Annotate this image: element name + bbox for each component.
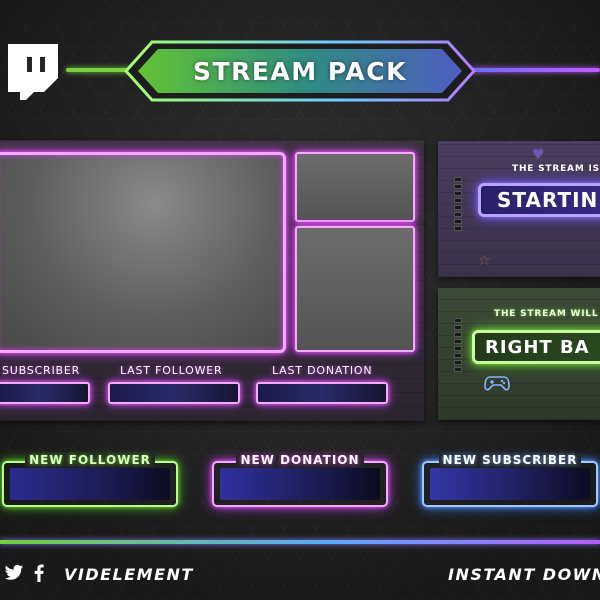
alert-title: NEW DONATION [212,453,388,467]
starting-screen-preview: THE STREAM IS STARTIN ♥ ☆ [438,141,600,277]
main-screen-frame [0,152,286,353]
alert-new-follower: NEW FOLLOWER [2,453,178,507]
page-title: STREAM PACK [193,56,407,86]
alert-title: NEW FOLLOWER [2,453,178,467]
alert-title: NEW SUBSCRIBER [422,453,598,467]
brb-screen-preview: THE STREAM WILL RIGHT BA [438,288,600,420]
banner-shape [123,40,477,102]
label-last-donation: LAST DONATION [272,364,373,377]
side-studs [454,318,462,374]
title-banner: STREAM PACK [123,40,477,102]
starting-title: STARTIN [478,183,600,217]
starting-caption: THE STREAM IS [512,164,600,174]
header-rail-left [66,68,136,72]
footer-brand: VIDELEMENT [64,565,194,584]
webcam-frame-tall [295,226,415,352]
gamepad-icon [484,376,510,391]
side-studs [454,177,462,233]
alert-inner [220,468,380,500]
alert-new-subscriber: NEW SUBSCRIBER [422,453,598,507]
heart-icon: ♥ [532,147,545,163]
alert-new-donation: NEW DONATION [212,453,388,507]
webcam-frame-small [295,152,415,222]
label-last-follower: LAST FOLLOWER [120,364,223,377]
bar-last-follower [108,382,240,404]
twitch-icon [8,44,58,100]
header-rail-right [470,68,600,72]
alert-inner [10,468,170,500]
alert-inner [430,468,590,500]
label-subscriber: SUBSCRIBER [2,364,81,377]
bar-last-donation [256,382,388,404]
facebook-icon [34,564,44,582]
brb-caption: THE STREAM WILL [494,309,599,319]
star-icon: ☆ [478,253,491,269]
twitter-icon [4,564,24,580]
footer-rail [0,540,600,544]
bar-subscriber [0,382,90,404]
brb-title: RIGHT BA [472,330,600,364]
footer-tagline: INSTANT DOWN [448,565,600,584]
